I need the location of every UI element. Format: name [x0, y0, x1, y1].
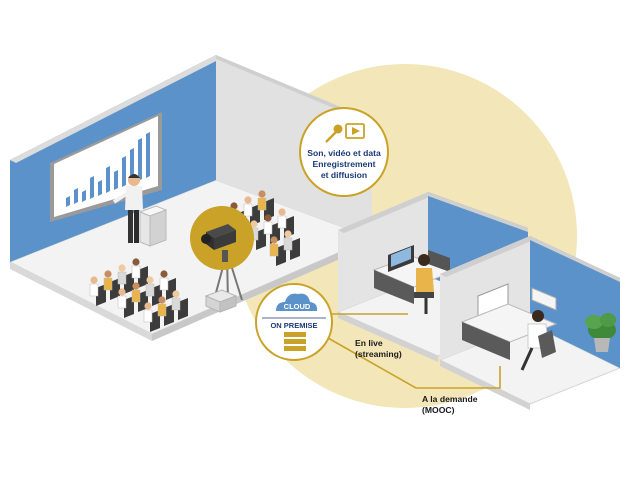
- audience-person-head: [132, 282, 140, 290]
- audience-chair: [178, 298, 188, 320]
- audience-person-head: [172, 290, 180, 298]
- live-label-line-2: (streaming): [355, 349, 402, 359]
- audience-person-head: [250, 220, 258, 228]
- audience-chair: [96, 284, 106, 306]
- badge-line-2: Enregistrement: [312, 159, 375, 169]
- audience-person-head: [258, 190, 266, 198]
- audience-person-body: [131, 289, 141, 303]
- audience-person-head: [132, 258, 140, 266]
- audience-person-head: [270, 236, 278, 244]
- audience-chair: [138, 266, 148, 288]
- conference-wall-top: [10, 55, 222, 163]
- audience-person-head: [278, 208, 286, 216]
- audience-chair: [124, 296, 134, 318]
- audience-person-body: [263, 221, 273, 235]
- cloud-premise-badge: CLOUD ON PREMISE: [255, 283, 333, 361]
- audience-person-body: [277, 215, 287, 229]
- recording-badge: Son, vidéo et data Enregistrement et dif…: [299, 107, 389, 197]
- audience-chair: [256, 228, 266, 250]
- conference-room: [8, 55, 374, 341]
- audience-person-head: [144, 302, 152, 310]
- audience-person-body: [143, 309, 153, 323]
- conference-floor-edge-left: [10, 262, 152, 341]
- audience-person-head: [118, 288, 126, 296]
- live-label-line-1: En live: [355, 338, 383, 348]
- audience-person-body: [103, 277, 113, 291]
- conference-floor-edge-right: [152, 238, 372, 341]
- audience-person-body: [283, 237, 293, 251]
- cloud-icon: [276, 293, 318, 311]
- office2-person: [520, 310, 556, 371]
- office2-side-wall-top: [440, 236, 536, 277]
- audience-person-body: [145, 283, 155, 297]
- audience-person-body: [131, 265, 141, 279]
- office2-back-wall-top: [530, 236, 620, 282]
- audience-chair: [124, 272, 134, 294]
- audience-chair: [290, 238, 300, 260]
- bar-chart-on-screen: [66, 132, 150, 207]
- audience-chair: [264, 198, 274, 220]
- ondemand-label-line-2: (MOOC): [422, 405, 455, 415]
- camera-icon: [201, 224, 236, 262]
- podium: [138, 205, 168, 247]
- audience-person-body: [159, 277, 169, 291]
- audience-person-head: [118, 264, 126, 272]
- conference-side-wall-top: [216, 55, 372, 124]
- cloud-label: CLOUD: [284, 302, 311, 311]
- audience-chair: [276, 244, 286, 266]
- on-premise-label: ON PREMISE: [270, 321, 317, 330]
- audience-person-body: [157, 303, 167, 317]
- presenter-figure: [112, 174, 143, 243]
- server-rack-icon: [284, 332, 306, 351]
- audience-person-head: [284, 230, 292, 238]
- audience-person-head: [146, 276, 154, 284]
- audience-person-head: [244, 196, 252, 204]
- office2-plant: [585, 313, 616, 352]
- office1-side-wall-top: [338, 192, 434, 233]
- audience-chair: [164, 304, 174, 326]
- audience-person-head: [158, 296, 166, 304]
- audience-seating: [89, 190, 300, 332]
- ondemand-label-line-1: A la demande: [422, 394, 478, 404]
- microphone-icon: [325, 124, 343, 143]
- remote-office-2: [438, 236, 622, 410]
- audience-person-body: [269, 243, 279, 257]
- audience-person-body: [117, 295, 127, 309]
- office1-back-wall-top: [428, 192, 528, 232]
- audience-chair: [250, 204, 260, 226]
- audience-chair: [150, 310, 160, 332]
- badge-line-3: et diffusion: [321, 170, 367, 180]
- audience-person-head: [90, 276, 98, 284]
- audience-person-body: [243, 203, 253, 217]
- audience-person-body: [117, 271, 127, 285]
- audience-person-body: [89, 283, 99, 297]
- office1-floor-edge: [338, 312, 438, 362]
- office1-person: [414, 254, 434, 314]
- audience-person-head: [160, 270, 168, 278]
- video-play-icon: [345, 123, 365, 139]
- audience-person-body: [171, 297, 181, 311]
- audience-chair: [110, 278, 120, 300]
- audience-person-head: [264, 214, 272, 222]
- badge-line-1: Son, vidéo et data: [307, 148, 381, 158]
- office2-floor-edge: [440, 360, 530, 410]
- recording-box: [204, 289, 238, 313]
- audience-person-body: [257, 197, 267, 211]
- audience-person-head: [104, 270, 112, 278]
